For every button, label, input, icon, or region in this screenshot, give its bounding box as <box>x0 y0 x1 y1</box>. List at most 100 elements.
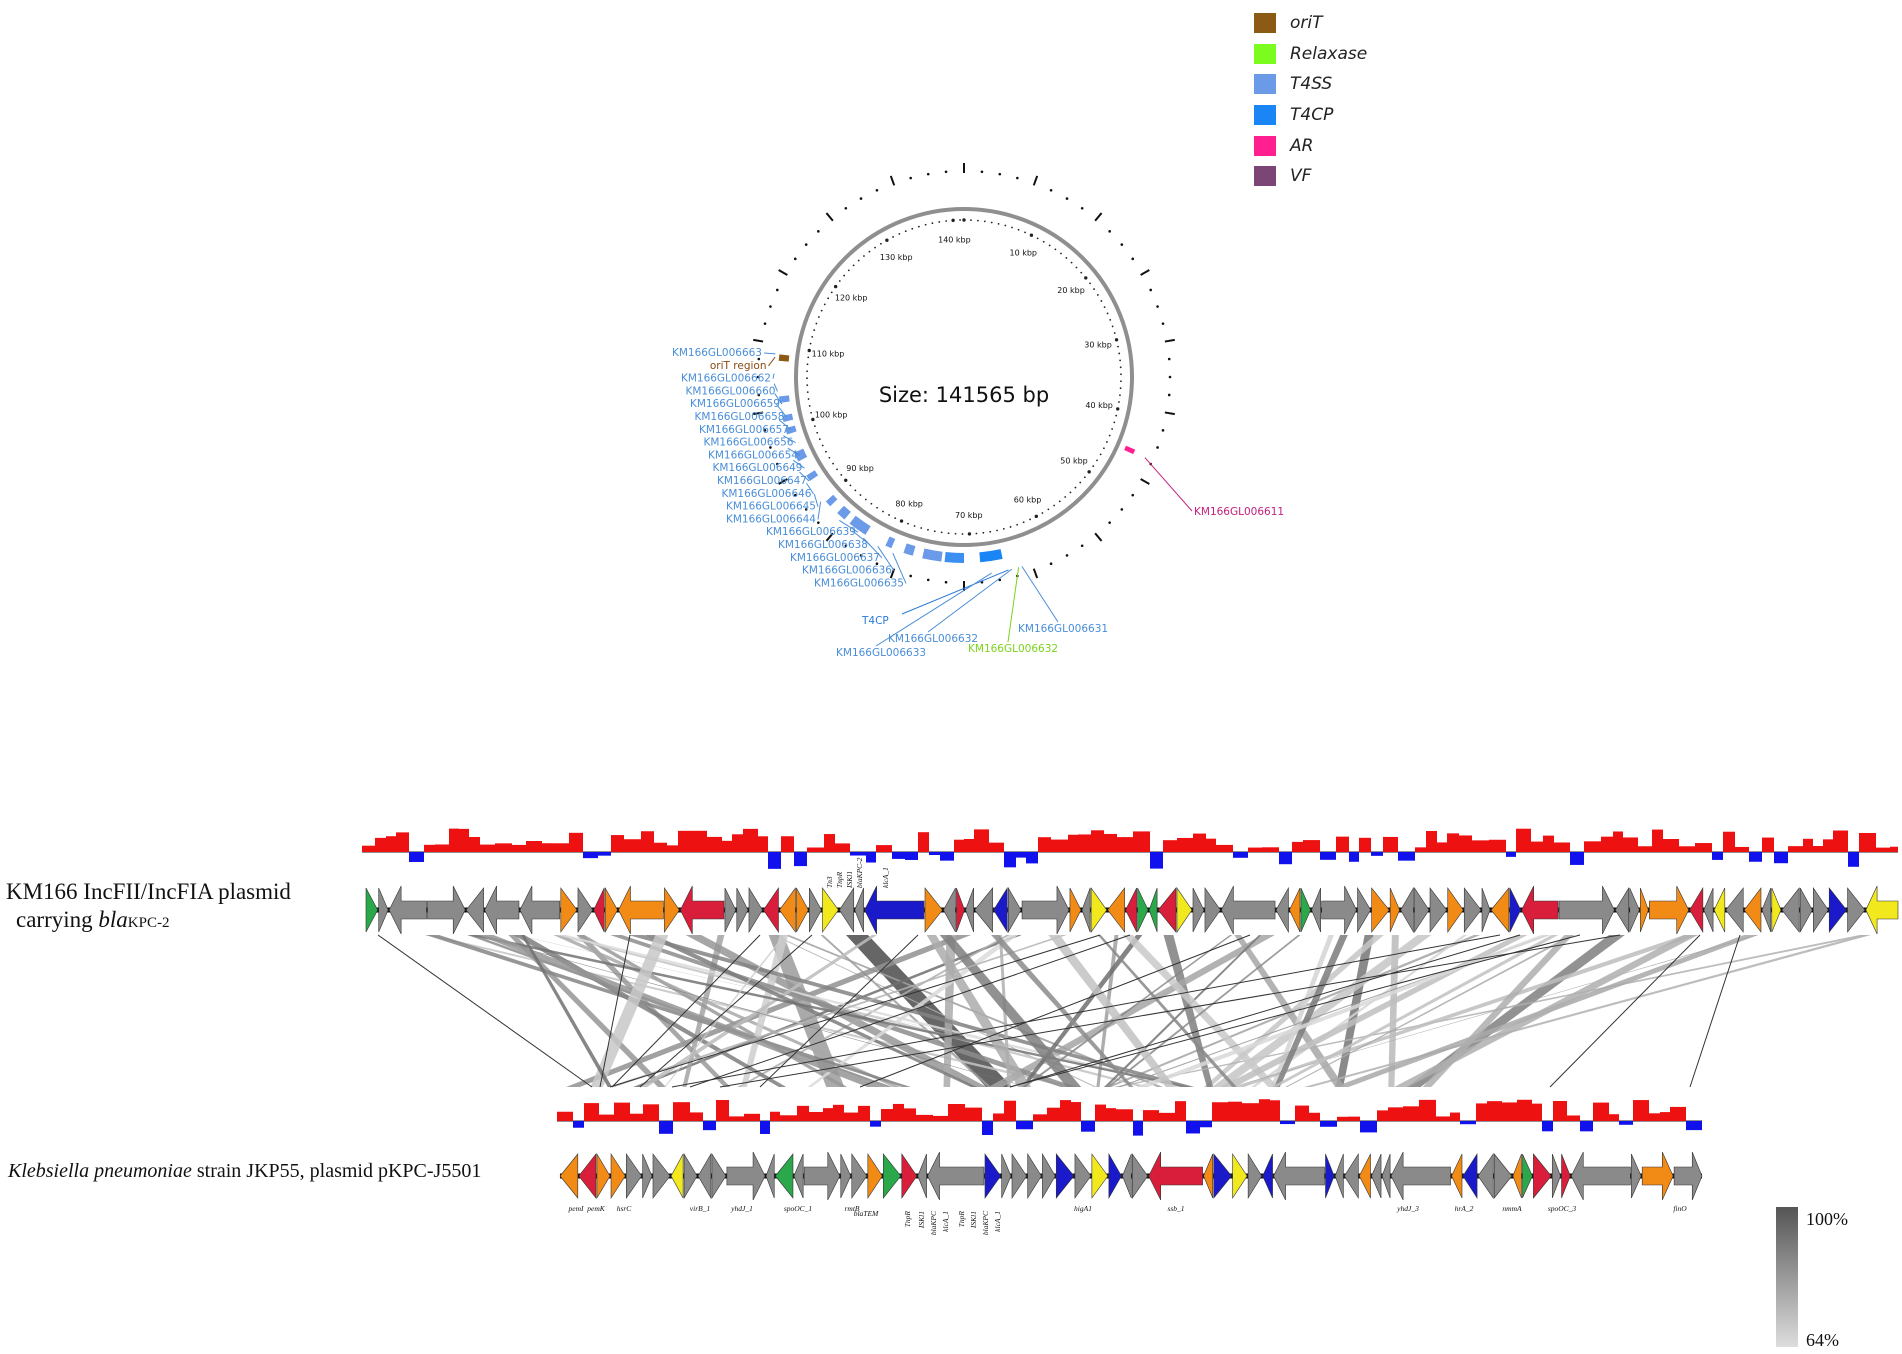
gene-arrow <box>484 885 520 935</box>
gc-bar-positive <box>678 830 690 852</box>
gene-arrow <box>1828 887 1847 933</box>
gene-arrow <box>883 1153 902 1199</box>
gc-bar-positive <box>1543 835 1554 852</box>
gc-bar-positive <box>844 1112 858 1121</box>
gc-bar-positive <box>716 1100 729 1121</box>
gene-arrow <box>388 885 427 935</box>
ruler-dot <box>1106 441 1108 443</box>
gene-arrow <box>974 887 993 933</box>
gc-bar-positive <box>1383 836 1398 852</box>
gene-arrow <box>854 887 864 933</box>
ruler-label: 70 kbp <box>955 511 983 520</box>
ruler-dot <box>838 280 841 282</box>
gc-bar-positive <box>1823 839 1833 852</box>
ruler-label: 140 kbp <box>938 235 971 244</box>
ruler-dot <box>927 528 929 531</box>
ruler-label: 40 kbp <box>1085 401 1113 410</box>
gc-bar-positive <box>424 844 435 852</box>
ruler-dot <box>1058 500 1061 503</box>
gene-arrow <box>378 887 389 933</box>
gc-bar-positive <box>1047 1107 1060 1121</box>
gc-bar-positive <box>1303 840 1320 852</box>
feature-arc <box>903 543 916 556</box>
ruler-dot <box>1036 237 1039 240</box>
ruler-dot <box>1053 504 1056 507</box>
gene-arrow <box>1334 1153 1344 1199</box>
ruler-dot <box>951 218 955 223</box>
feature-label: KM166GL006656 <box>703 437 793 449</box>
gene-arrow <box>559 1153 579 1199</box>
ruler-dot <box>868 250 871 253</box>
outer-tick-dot <box>776 462 779 466</box>
bottom-title-species: Klebsiella pneumoniae <box>8 1160 192 1182</box>
gene-label: ssb_1 <box>1167 1204 1184 1213</box>
gene-arrow <box>1761 887 1772 933</box>
gene-arrow <box>1629 887 1640 933</box>
gene-arrow <box>670 1153 684 1199</box>
feature-label: KM166GL006646 <box>721 488 811 500</box>
ruler-dot <box>840 474 843 476</box>
gc-bar-positive <box>435 844 449 852</box>
gene-arrow <box>578 1153 597 1199</box>
ruler-dot <box>1119 387 1122 390</box>
synteny-band <box>425 935 911 1087</box>
gc-bar-positive <box>876 845 892 852</box>
feature-label: KM166GL006645 <box>726 501 816 513</box>
gc-bar-negative <box>1749 852 1762 862</box>
gene-arrow <box>1091 1153 1109 1199</box>
synteny-line <box>759 934 919 1088</box>
gc-bar-positive <box>624 839 641 852</box>
gc-bar-positive <box>823 1108 833 1121</box>
ruler-dot <box>843 274 846 277</box>
synteny-line <box>639 934 813 1088</box>
gc-bar-negative <box>659 1121 673 1134</box>
ruler-dot <box>816 431 819 434</box>
synteny-line <box>689 934 1131 1088</box>
gene-arrow <box>679 885 725 935</box>
gene-arrow <box>1493 1153 1513 1199</box>
legend-item-t4cp: T4CP <box>1254 100 1367 131</box>
gc-bar-positive <box>1143 1110 1159 1121</box>
ruler-dot <box>899 519 904 523</box>
gc-bar-positive <box>770 1111 780 1121</box>
gene-arrow <box>1007 886 1022 934</box>
gene-arrow <box>577 887 594 933</box>
gc-bar-positive <box>1071 1102 1081 1121</box>
gene-arrow <box>1400 886 1414 934</box>
gc-bar-negative <box>583 852 598 859</box>
feature-callout-line <box>877 546 895 571</box>
gc-bar-positive <box>1762 837 1774 852</box>
gc-bar-negative <box>1279 852 1292 865</box>
gene-arrow <box>1275 886 1289 934</box>
gene-label: ISKl1 <box>969 1211 978 1229</box>
gene-arrow <box>793 1153 804 1199</box>
ruler-label: 100 kbp <box>815 410 848 419</box>
outer-tick-dot <box>1161 322 1165 325</box>
feature-callout-line <box>774 393 783 405</box>
ruler-dot <box>913 525 916 527</box>
outer-tick-mark <box>1094 212 1103 222</box>
gc-bar-positive <box>611 835 624 852</box>
outer-tick-dot <box>844 206 848 210</box>
legend-item-ar: AR <box>1254 130 1367 161</box>
gc-bar-positive <box>480 844 495 852</box>
ruler-dot <box>813 329 816 332</box>
gc-bar-positive <box>1502 1102 1517 1121</box>
ruler-dot <box>1116 407 1120 411</box>
feature-callout-line <box>763 352 776 355</box>
gc-bar-negative <box>1081 1121 1095 1132</box>
outer-tick-dot <box>756 375 760 379</box>
ruler-label: 130 kbp <box>880 253 913 262</box>
synteny-band <box>1234 935 1699 1087</box>
ruler-label: 110 kbp <box>812 350 845 359</box>
gc-bar-positive <box>965 1107 982 1121</box>
ruler-label: 90 kbp <box>846 464 874 473</box>
ruler-dot <box>1069 491 1072 494</box>
gene-arrow <box>839 886 855 934</box>
ruler-dot <box>1099 453 1102 456</box>
gene-arrow <box>560 887 578 933</box>
ruler-dot <box>844 478 848 482</box>
gc-bar-negative <box>1320 1121 1337 1127</box>
feature-label: KM166GL006663 <box>672 347 762 359</box>
